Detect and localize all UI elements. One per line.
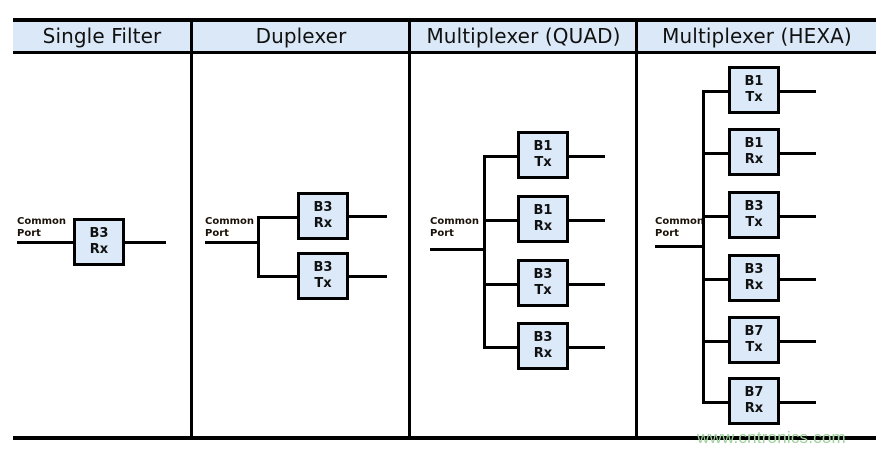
filter-direction: Rx [533,219,553,234]
filter-direction: Rx [744,278,764,293]
branch-wire [257,275,299,278]
filter-output-wire [569,346,605,349]
filter-box: B3 Tx [517,259,569,307]
branch-wire [483,219,519,222]
filter-direction: Rx [744,152,764,167]
common-port-wire [17,241,75,244]
filter-direction: Rx [744,401,764,416]
filter-band: B1 [533,203,553,219]
filter-box: B3 Rx [297,192,349,240]
filter-band: B1 [744,136,764,152]
common-port-label-line1: Common [205,216,255,227]
filter-output-wire [780,401,816,404]
filter-output-wire [349,215,387,218]
filter-output-wire [780,340,816,343]
common-port-label-line2: Port [655,227,679,239]
column-header-multiplexer-quad: Multiplexer (QUAD) [426,24,621,48]
column-header-duplexer: Duplexer [255,24,347,48]
common-port-label-line1: Common [655,216,705,227]
common-port-label: Common Port [205,216,254,239]
table-top-rule [13,18,876,22]
filter-output-wire [569,155,605,158]
filter-band: B3 [744,262,764,278]
filter-box: B3 Rx [517,322,569,370]
common-port-label: Common Port [17,216,66,239]
common-port-label-line1: Common [17,216,67,227]
filter-output-wire [349,275,387,278]
branch-wire [257,216,299,219]
filter-direction: Tx [534,155,552,170]
filter-output-wire [780,278,816,281]
site-watermark: www.cntronics.com [697,428,846,447]
common-port-label: Common Port [655,216,704,239]
branch-wire [483,155,519,158]
column-header-single-filter: Single Filter [42,24,162,48]
filter-direction: Tx [534,283,552,298]
common-port-label-line2: Port [17,227,41,239]
filter-band: B3 [89,226,109,242]
branch-wire [483,346,519,349]
filter-band: B3 [313,200,333,216]
common-port-label-line1: Common [430,216,480,227]
filter-box: B3 Rx [73,218,125,266]
header-bottom-rule [13,51,876,54]
branch-wire [702,215,730,218]
filter-output-wire [780,152,816,155]
filter-band: B3 [744,199,764,215]
filter-box: B7 Tx [728,316,780,364]
filter-box: B3 Rx [728,254,780,302]
splitter-bus [257,216,260,278]
filter-direction: Rx [533,346,553,361]
filter-band: B1 [744,74,764,90]
splitter-bus [702,90,705,404]
filter-output-wire [780,90,816,93]
filter-band: B3 [533,330,553,346]
filter-direction: Tx [745,340,763,355]
branch-wire [702,401,730,404]
common-port-wire [655,245,705,248]
filter-box: B1 Tx [728,66,780,114]
filter-box: B1 Tx [517,131,569,179]
column-divider-3 [635,20,638,438]
column-divider-1 [190,20,193,438]
filter-box: B3 Tx [297,252,349,300]
filter-output-wire [125,241,166,244]
splitter-bus [483,155,486,349]
filter-output-wire [780,215,816,218]
filter-direction: Rx [89,242,109,257]
branch-wire [483,283,519,286]
filter-output-wire [569,219,605,222]
branch-wire [702,278,730,281]
filter-band: B3 [533,267,553,283]
column-header-multiplexer-hexa: Multiplexer (HEXA) [662,24,852,48]
filter-band: B7 [744,324,764,340]
filter-direction: Tx [745,215,763,230]
branch-wire [702,90,730,93]
filter-band: B3 [313,260,333,276]
filter-band: B7 [744,385,764,401]
branch-wire [702,340,730,343]
common-port-wire [205,241,260,244]
filter-direction: Rx [313,216,333,231]
common-port-wire [430,248,486,251]
column-divider-2 [408,20,411,438]
filter-box: B7 Rx [728,377,780,425]
header-band [13,22,876,51]
filter-box: B1 Rx [728,128,780,176]
common-port-label: Common Port [430,216,479,239]
common-port-label-line2: Port [430,227,454,239]
filter-direction: Tx [745,90,763,105]
common-port-label-line2: Port [205,227,229,239]
table-bottom-rule [13,436,876,440]
filter-band: B1 [533,139,553,155]
branch-wire [702,152,730,155]
filter-direction: Tx [314,276,332,291]
filter-output-wire [569,283,605,286]
filter-box: B1 Rx [517,195,569,243]
filter-box: B3 Tx [728,191,780,239]
